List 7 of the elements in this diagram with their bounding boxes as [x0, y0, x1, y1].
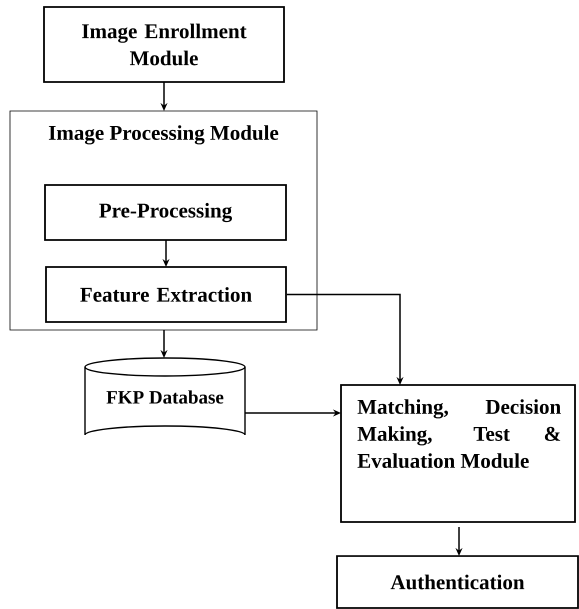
module-box: Matching, Decision Making, Test & Evaluation Module: [340, 384, 576, 523]
module-box: Image Enrollment Module: [43, 6, 285, 83]
process-box: Authentication: [336, 555, 579, 609]
database-cylinder: FKP Database: [84, 357, 246, 436]
process-box: Pre-Processing: [44, 184, 287, 241]
node-label: FKP Database: [106, 390, 224, 404]
process-box: Feature Extraction: [45, 266, 287, 323]
